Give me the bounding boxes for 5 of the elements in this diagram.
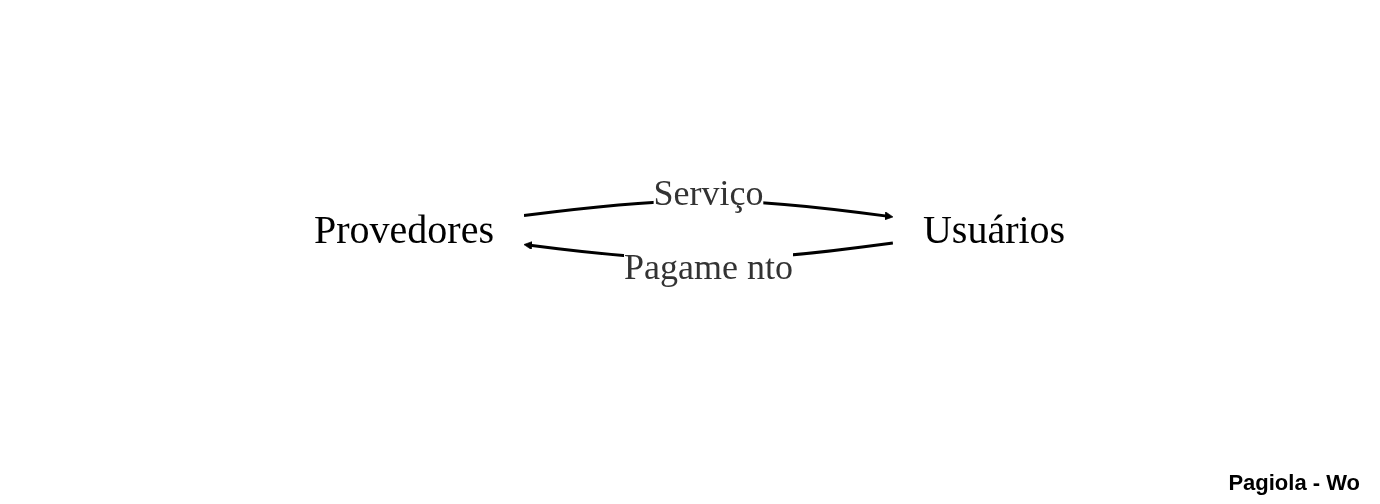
edge-label: Pagame nto: [624, 246, 794, 287]
source-note: Pagiola - Wo: [1228, 470, 1360, 496]
node-text: Provedores: [314, 207, 495, 252]
node-text: Usuários: [923, 207, 1066, 252]
edge-label: Serviço: [653, 173, 764, 213]
